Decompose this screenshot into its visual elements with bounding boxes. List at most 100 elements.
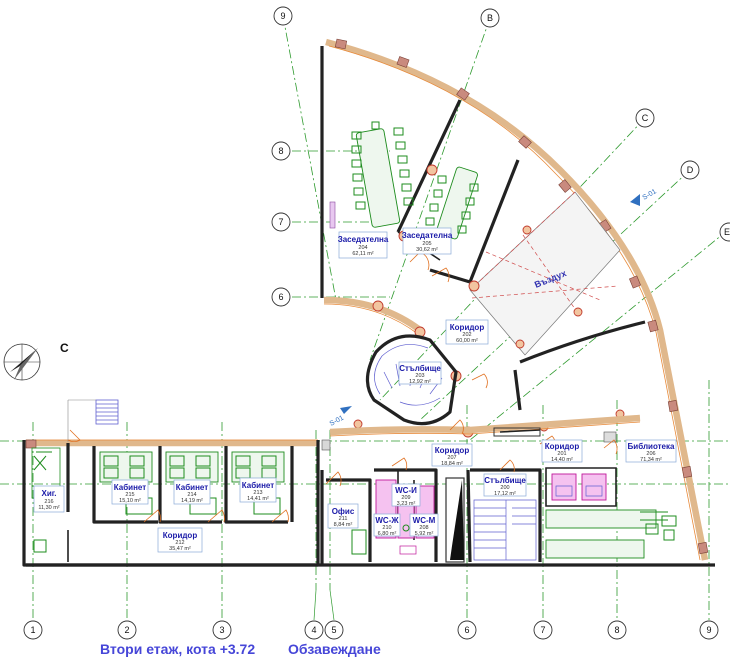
room-label-201: Коридор 201 14,40 m² <box>541 439 583 463</box>
room-label-208: WC-М 208 5,92 m² <box>409 513 439 537</box>
room-number: 207 <box>447 455 456 461</box>
lower-wing <box>22 399 715 567</box>
axis-label-2: 2 <box>124 625 129 635</box>
axis-label-1: 1 <box>30 625 35 635</box>
room-name: Коридор <box>450 323 485 332</box>
room-name: Кабинет <box>242 481 274 490</box>
room-number: 212 <box>175 540 184 546</box>
room-area: 15,10 m² <box>119 498 141 504</box>
room-name: WC-Ж <box>375 516 399 525</box>
axis-label-e: E <box>724 227 730 237</box>
section-mark-right: S-01 <box>642 188 658 202</box>
room-area: 6,80 m² <box>378 531 397 537</box>
axis-label-d: D <box>687 165 694 175</box>
axis-label-8: 8 <box>614 625 619 635</box>
title-sub: Обзавеждане <box>288 641 381 657</box>
room-area: 3,23 m² <box>397 501 416 507</box>
room-area: 30,62 m² <box>416 247 438 253</box>
axis-label-3: 3 <box>219 625 224 635</box>
room-area: 8,84 m² <box>334 522 353 528</box>
axis-label-4: 4 <box>311 625 316 635</box>
room-label-206: Библиотека 206 71,34 m² <box>625 439 677 463</box>
room-label-209: WC-И 209 3,23 m² <box>391 483 421 507</box>
room-label-205: Заседателна 205 30,62 m² <box>402 227 453 255</box>
room-label-215: Кабинет 215 15,10 m² <box>111 479 149 505</box>
room-number: 209 <box>401 495 410 501</box>
room-area: 62,11 m² <box>352 251 373 257</box>
room-area: 60,00 m² <box>456 338 478 344</box>
north-arrow: С <box>3 341 69 381</box>
north-label: С <box>60 341 69 355</box>
room-name: Офис <box>332 507 355 516</box>
room-name: WC-И <box>395 486 417 495</box>
room-label-211: Офис 211 8,84 m² <box>327 503 359 529</box>
room-number: 215 <box>125 492 134 498</box>
axis-label-left-7: 7 <box>278 217 283 227</box>
room-name: Библиотека <box>628 442 675 451</box>
drawing-title: Втори етаж, кота +3.72 Обзавеждане <box>100 641 381 657</box>
axis-label-b: B <box>487 13 493 23</box>
axis-label-7: 7 <box>540 625 545 635</box>
room-label-207: Коридор 207 18,84 m² <box>431 443 473 467</box>
axis-label-9: 9 <box>706 625 711 635</box>
axis-label-5: 5 <box>331 625 336 635</box>
room-number: 200 <box>500 485 509 491</box>
room-number: 201 <box>557 451 566 457</box>
room-label-203: Стълбище 203 12,92 m² <box>398 361 442 385</box>
wall-cabinet <box>329 201 336 229</box>
room-name: Кабинет <box>114 483 146 492</box>
title-main: Втори етаж, кота +3.72 <box>100 641 255 657</box>
room-name: Коридор <box>163 531 198 540</box>
axis-bubbles-radial: B C D E <box>480 8 730 242</box>
room-number: 213 <box>253 490 262 496</box>
room-number: 211 <box>339 516 348 522</box>
room-name: Кабинет <box>176 483 208 492</box>
room-label-214: Кабинет 214 14,19 m² <box>173 479 211 505</box>
room-label-204: Заседателна 204 62,11 m² <box>338 231 389 259</box>
room-name: Хиг. <box>41 489 56 498</box>
room-area: 35,47 m² <box>169 546 191 552</box>
conference-table-204 <box>351 121 414 228</box>
room-area: 14,41 m² <box>247 496 269 502</box>
room-name: WC-М <box>413 516 436 525</box>
room-area: 71,34 m² <box>640 457 662 463</box>
room-number: 208 <box>419 525 428 531</box>
room-name: Заседателна <box>402 231 453 240</box>
room-number: 210 <box>382 525 391 531</box>
room-name: Коридор <box>435 446 470 455</box>
room-number: 214 <box>187 492 196 498</box>
room-number: 216 <box>44 499 53 505</box>
axis-label-6: 6 <box>464 625 469 635</box>
room-number: 204 <box>358 245 367 251</box>
room-number: 202 <box>462 332 471 338</box>
room-area: 17,12 m² <box>494 491 516 497</box>
room-labels: Заседателна 204 62,11 m² Заседателна 205… <box>33 227 677 553</box>
room-label-216: Хиг. 216 11,30 m² <box>33 485 65 513</box>
stair-200 <box>473 499 537 561</box>
room-area: 12,92 m² <box>409 379 431 385</box>
axis-label-c: C <box>642 113 649 123</box>
room-area: 5,92 m² <box>415 531 434 537</box>
room-label-200: Стълбище 200 17,12 m² <box>483 473 527 497</box>
section-mark-left: S-01 <box>329 415 345 428</box>
room-area: 11,30 m² <box>38 505 59 511</box>
room-number: 206 <box>646 451 655 457</box>
axis-label-left-8: 8 <box>278 146 283 156</box>
conference-table-205 <box>425 166 479 240</box>
room-number: 203 <box>415 373 424 379</box>
office-furniture <box>99 451 285 515</box>
upper-wing <box>320 38 709 561</box>
room-label-212: Коридор 212 35,47 m² <box>157 527 203 553</box>
axis-label-top-9: 9 <box>280 11 285 21</box>
room-name: Стълбище <box>484 476 526 485</box>
room-area: 14,19 m² <box>181 498 203 504</box>
axis-bubbles-left: 9 8 7 6 <box>271 6 293 307</box>
room-area: 14,40 m² <box>551 457 573 463</box>
axis-label-left-6: 6 <box>278 292 283 302</box>
room-label-202: Коридор 202 60,00 m² <box>445 319 489 345</box>
axis-grid <box>0 15 730 620</box>
room-name: Заседателна <box>338 235 389 244</box>
room-number: 205 <box>422 241 431 247</box>
room-label-213: Кабинет 213 14,41 m² <box>239 477 277 503</box>
